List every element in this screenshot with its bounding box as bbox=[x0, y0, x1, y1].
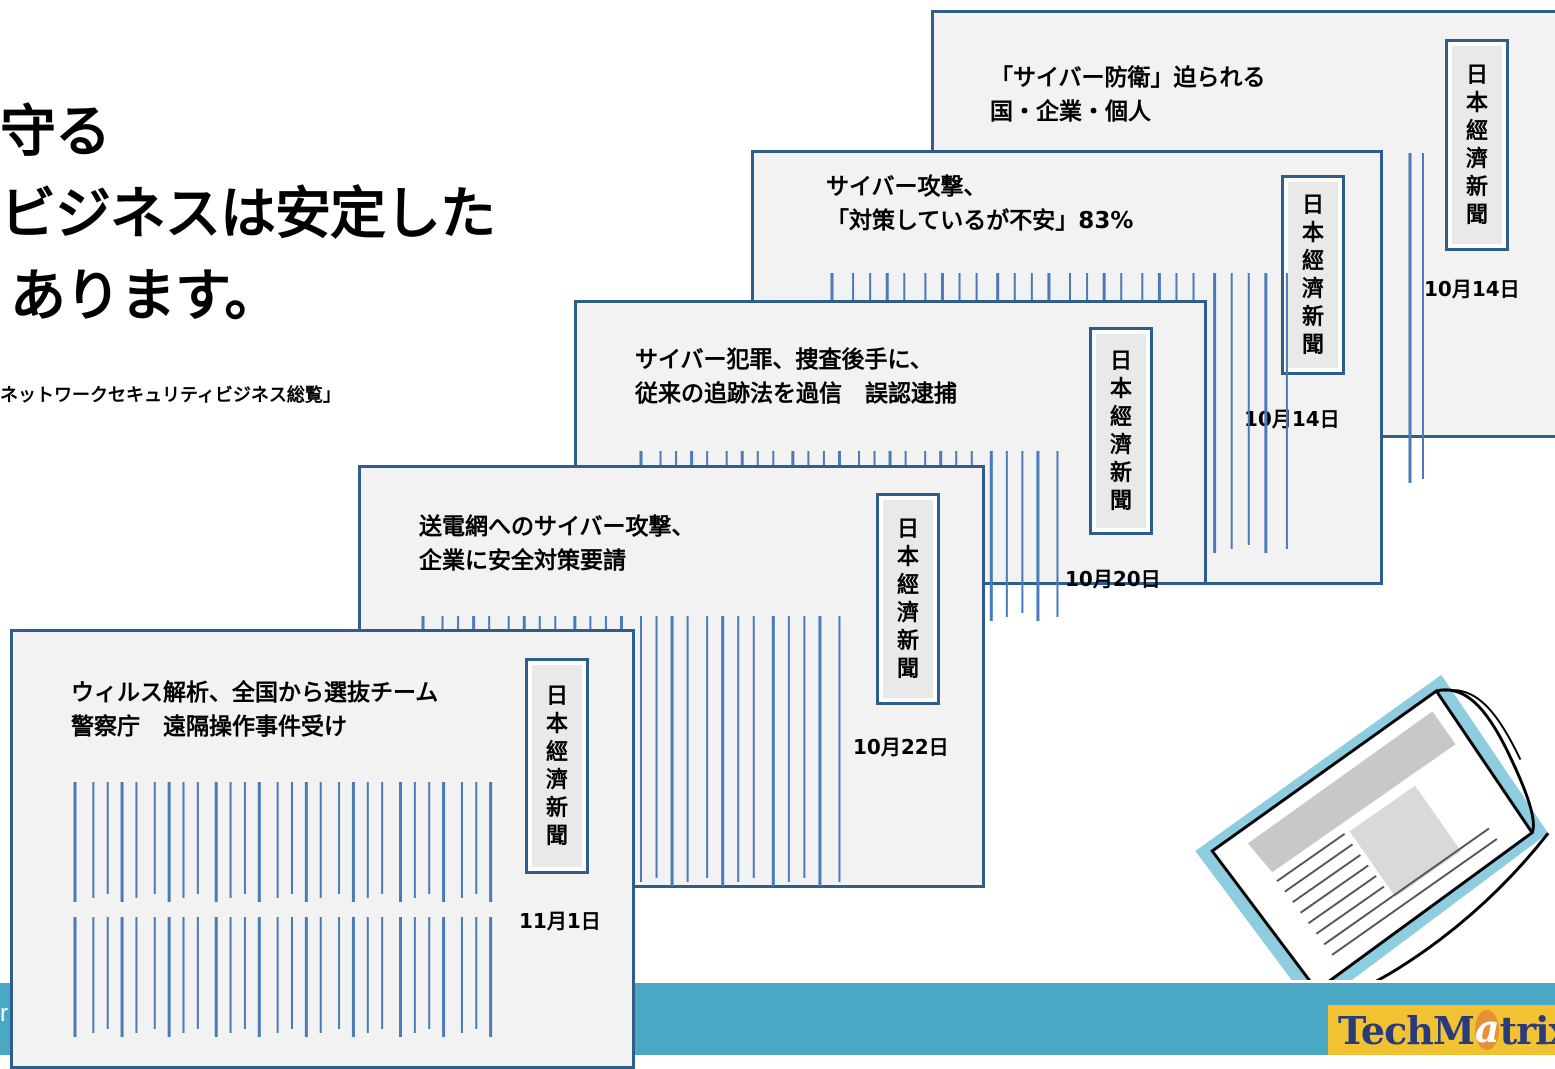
card-title-line-1: サイバー攻撃、 bbox=[826, 174, 987, 200]
headline-line-2: ビジネスは安定した bbox=[0, 182, 496, 247]
techmatrix-logo: TechMatrix bbox=[1328, 1005, 1555, 1055]
headline-line-3: あります。 bbox=[10, 264, 280, 329]
card-title-line-2: 「対策しているが不安」83% bbox=[826, 208, 1134, 234]
masthead-char: 日 bbox=[1301, 192, 1324, 218]
card-title: 送電網へのサイバー攻撃、 企業に安全対策要請 bbox=[419, 510, 695, 578]
card-date: 11月1日 bbox=[519, 909, 601, 933]
logo-alpha: a bbox=[1474, 1006, 1500, 1051]
masthead-char: 日 bbox=[1465, 62, 1488, 88]
card-title: サイバー犯罪、捜査後手に、 従来の追跡法を過信 誤認逮捕 bbox=[635, 343, 957, 411]
masthead-char: 新 bbox=[1465, 174, 1488, 200]
masthead-char: 新 bbox=[545, 795, 568, 821]
slide-headline: 守る ビジネスは安定した あります。 bbox=[0, 95, 496, 335]
masthead-char: 經 bbox=[545, 739, 568, 765]
masthead-char: 經 bbox=[1109, 404, 1132, 430]
masthead-char: 濟 bbox=[1109, 432, 1132, 458]
card-title: ウィルス解析、全国から選抜チーム 警察庁 遠隔操作事件受け bbox=[71, 676, 438, 744]
source-citation: ネットワークセキュリティビジネス総覧」 bbox=[0, 385, 341, 406]
card-title: サイバー攻撃、 「対策しているが不安」83% bbox=[826, 170, 1133, 238]
masthead-char: 濟 bbox=[1465, 146, 1488, 172]
masthead-text: 日本經濟新聞 bbox=[1452, 46, 1502, 244]
masthead-char: 濟 bbox=[1301, 276, 1324, 302]
masthead-char: 濟 bbox=[545, 767, 568, 793]
card-date: 10月22日 bbox=[853, 735, 949, 759]
newspaper-masthead: 日本經濟新聞 bbox=[876, 493, 940, 705]
masthead-char: 新 bbox=[1109, 460, 1132, 486]
newspaper-masthead: 日本經濟新聞 bbox=[1445, 39, 1509, 251]
card-title: 「サイバー防衛」迫られる 国・企業・個人 bbox=[990, 61, 1266, 129]
masthead-char: 新 bbox=[896, 628, 919, 654]
masthead-char: 本 bbox=[545, 711, 568, 737]
article-text-lines-top bbox=[73, 782, 493, 902]
masthead-char: 新 bbox=[1301, 304, 1324, 330]
card-title-line-2: 警察庁 遠隔操作事件受け bbox=[71, 714, 347, 740]
masthead-char: 聞 bbox=[896, 656, 919, 682]
news-card-5: ウィルス解析、全国から選抜チーム 警察庁 遠隔操作事件受け 日本經濟新聞 11月… bbox=[10, 629, 635, 1069]
card-title-line-1: 送電網へのサイバー攻撃、 bbox=[419, 514, 695, 540]
card-title-line-2: 国・企業・個人 bbox=[990, 99, 1151, 125]
card-date: 10月14日 bbox=[1424, 277, 1520, 301]
card-title-line-1: ウィルス解析、全国から選抜チーム bbox=[71, 680, 439, 706]
masthead-char: 日 bbox=[545, 683, 568, 709]
newspaper-masthead: 日本經濟新聞 bbox=[525, 658, 589, 874]
masthead-char: 日 bbox=[896, 516, 919, 542]
article-text-lines bbox=[1408, 153, 1424, 483]
newspaper-masthead: 日本經濟新聞 bbox=[1281, 175, 1345, 375]
masthead-text: 日本經濟新聞 bbox=[1096, 334, 1146, 528]
masthead-char: 本 bbox=[896, 544, 919, 570]
footer-text: r bbox=[0, 1000, 8, 1027]
masthead-char: 經 bbox=[1465, 118, 1488, 144]
masthead-char: 本 bbox=[1301, 220, 1324, 246]
logo-text-post: trix bbox=[1499, 1007, 1555, 1053]
newspaper-icon bbox=[1195, 674, 1550, 980]
masthead-char: 本 bbox=[1109, 376, 1132, 402]
article-text-lines-bottom bbox=[73, 917, 493, 1037]
masthead-char: 聞 bbox=[1465, 202, 1488, 228]
masthead-char: 濟 bbox=[896, 600, 919, 626]
card-title-line-2: 企業に安全対策要請 bbox=[419, 548, 626, 574]
card-title-line-1: サイバー犯罪、捜査後手に、 bbox=[635, 347, 933, 373]
card-date: 10月14日 bbox=[1244, 407, 1340, 431]
headline-line-1: 守る bbox=[0, 100, 111, 165]
masthead-text: 日本經濟新聞 bbox=[1288, 182, 1338, 368]
card-date: 10月20日 bbox=[1065, 567, 1161, 591]
masthead-char: 日 bbox=[1109, 348, 1132, 374]
card-title-line-2: 従来の追跡法を過信 誤認逮捕 bbox=[635, 381, 957, 407]
masthead-char: 經 bbox=[1301, 248, 1324, 274]
masthead-char: 聞 bbox=[545, 823, 568, 849]
masthead-char: 經 bbox=[896, 572, 919, 598]
masthead-text: 日本經濟新聞 bbox=[532, 665, 582, 867]
masthead-char: 本 bbox=[1465, 90, 1488, 116]
card-title-line-1: 「サイバー防衛」迫られる bbox=[990, 65, 1266, 91]
masthead-text: 日本經濟新聞 bbox=[883, 500, 933, 698]
masthead-char: 聞 bbox=[1109, 488, 1132, 514]
newspaper-masthead: 日本經濟新聞 bbox=[1089, 327, 1153, 535]
masthead-char: 聞 bbox=[1301, 332, 1324, 358]
logo-text-pre: TechM bbox=[1338, 1007, 1475, 1053]
